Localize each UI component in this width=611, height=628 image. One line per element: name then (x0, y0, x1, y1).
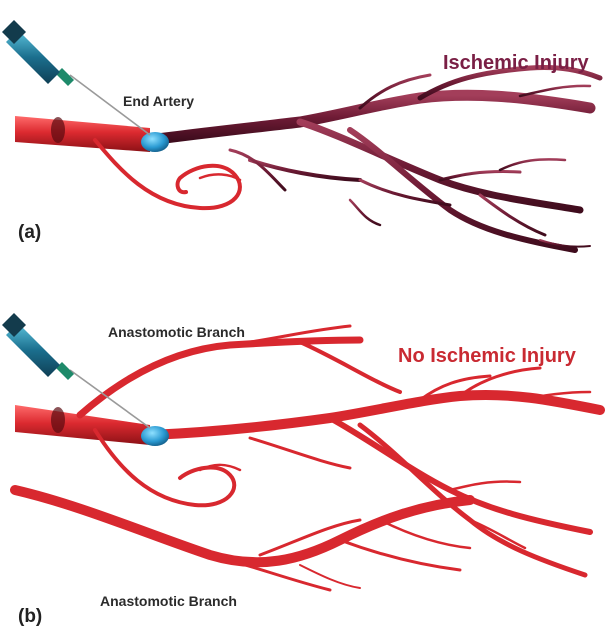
embolus-b (141, 426, 169, 446)
ischemic-vascular-tree (150, 67, 600, 250)
embolus-a (141, 132, 169, 152)
panel-a-tag: (a) (18, 222, 41, 244)
end-artery-label: End Artery (123, 93, 194, 109)
ischemic-injury-label: Ischemic Injury (443, 52, 589, 75)
inflow-artery-a (15, 116, 150, 152)
anastomotic-branch-top-label: Anastomotic Branch (108, 324, 245, 340)
anastomotic-branch-bottom-label: Anastomotic Branch (100, 593, 237, 609)
panel-b-tag: (b) (18, 606, 42, 628)
no-ischemic-injury-label: No Ischemic Injury (398, 345, 576, 368)
